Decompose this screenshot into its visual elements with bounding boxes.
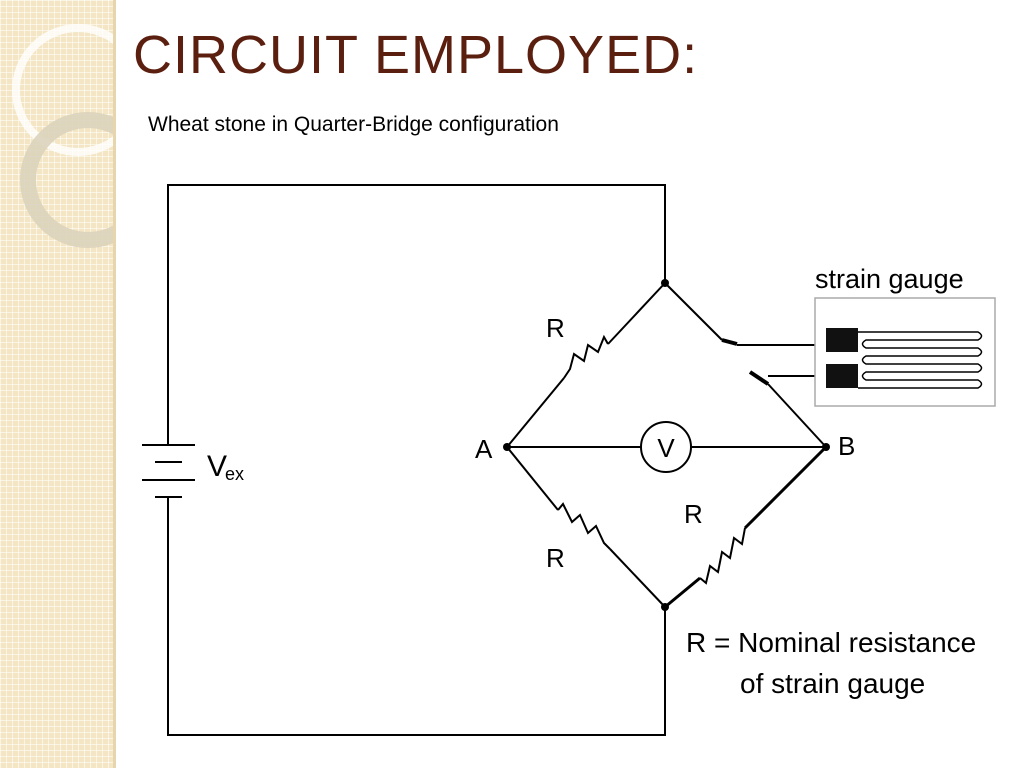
outer-loop-wire [167,184,666,445]
slide-subtitle: Wheat stone in Quarter-Bridge configurat… [148,113,559,136]
voltmeter-label: V [657,433,675,463]
source-voltage-label: V [207,450,227,483]
voltmeter-symbol [640,421,692,473]
gauge-lead-lower [748,370,770,386]
arm-bottom-right-upper [743,445,828,530]
arm-bottom-left-upper [506,446,559,511]
resistor-bottom-right [699,527,746,585]
arm-bottom-right-lower [664,576,701,609]
resistor-bottom-left [557,502,611,550]
arm-top-left-lower [506,377,565,448]
slide-title: CIRCUIT EMPLOYED: [133,25,699,85]
legend-line-1: R = Nominal resistance [686,627,976,658]
node-b-label: B [838,431,855,461]
resistor-bottom-right-label: R [684,499,703,529]
arm-top-left-upper [607,282,666,345]
arm-bottom-left-lower [609,548,666,608]
decorative-sidebar [0,0,156,768]
bottom-loop-wire [167,497,666,736]
resistor-top-left [563,334,609,379]
junction-a [503,443,511,451]
source-voltage-subscript: ex [225,464,244,484]
sidebar-divider [113,0,116,768]
resistor-bottom-left-label: R [546,543,565,573]
junction-top [661,279,669,287]
arm-top-right-upper [664,282,723,341]
strain-gauge-illustration [814,297,996,407]
arm-top-right-lower [767,383,827,448]
junction-bottom [661,603,669,611]
node-a-label: A [475,434,493,464]
strain-gauge-label: strain gauge [815,264,964,294]
resistor-top-left-label: R [546,313,565,343]
gauge-lead-upper [721,338,738,346]
junction-b [822,443,830,451]
legend-line-2: of strain gauge [740,668,925,699]
